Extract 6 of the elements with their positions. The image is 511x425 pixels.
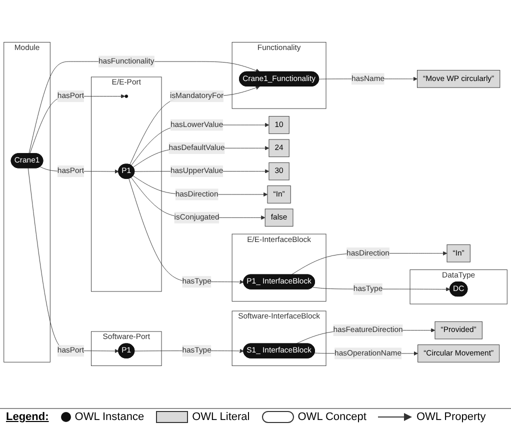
legend-heading: Legend: xyxy=(6,411,49,423)
legend-label: OWL Concept xyxy=(298,411,366,423)
legend-label: OWL Property xyxy=(416,411,486,423)
node-circle xyxy=(124,94,128,98)
legend-label: OWL Literal xyxy=(192,411,250,423)
legend-label: OWL Instance xyxy=(74,411,144,423)
